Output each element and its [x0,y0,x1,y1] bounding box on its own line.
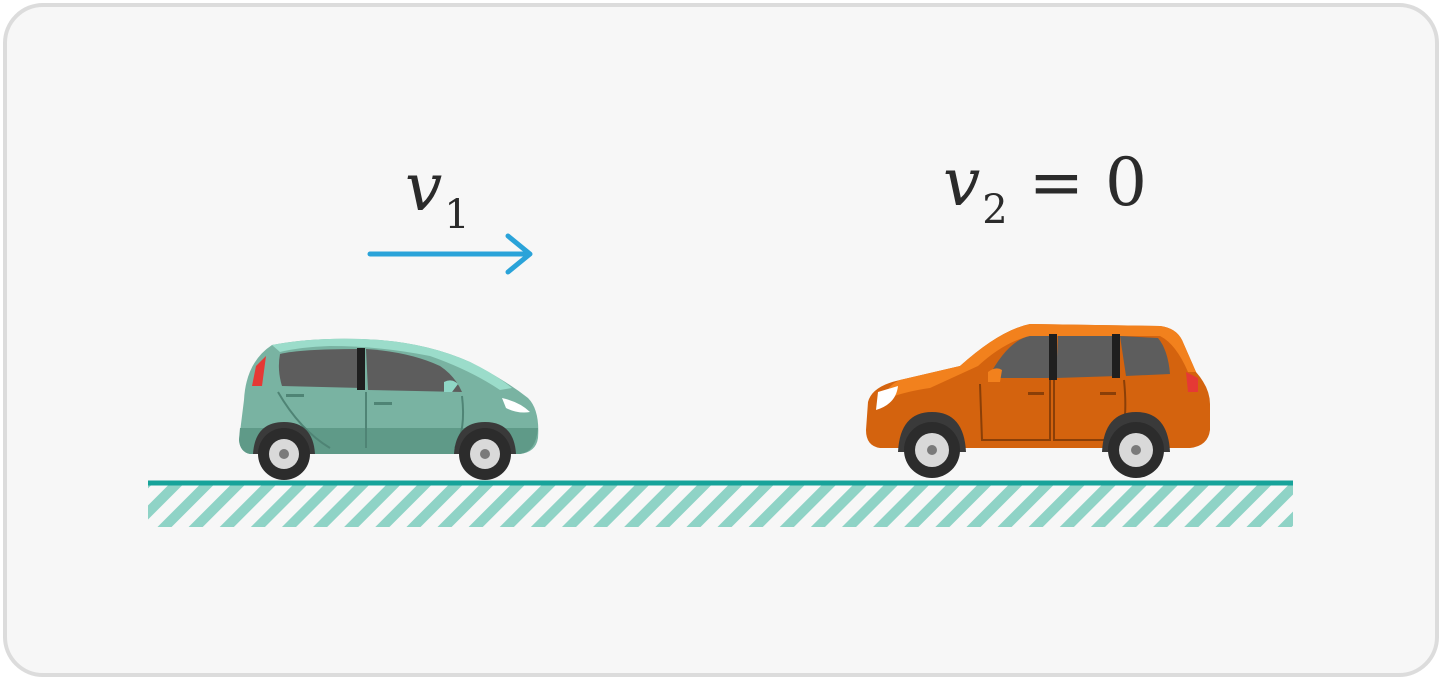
car2-velocity-value: = 0 [1007,144,1148,221]
car2-velocity-label: v2 = 0 [943,150,1147,231]
car2-velocity-subscript: 2 [982,187,1008,233]
car1-velocity-symbol: v [405,149,443,226]
diagram-frame [3,3,1439,677]
car1-velocity-subscript: 1 [444,192,470,238]
ground-hatch [148,484,1293,527]
right-arrow-icon [367,233,533,275]
car2-velocity-symbol: v [943,144,981,221]
compact-car-icon [239,338,539,480]
car1-velocity-label: v1 [405,155,470,236]
ground [148,480,1293,527]
suv-car-icon [866,324,1210,478]
